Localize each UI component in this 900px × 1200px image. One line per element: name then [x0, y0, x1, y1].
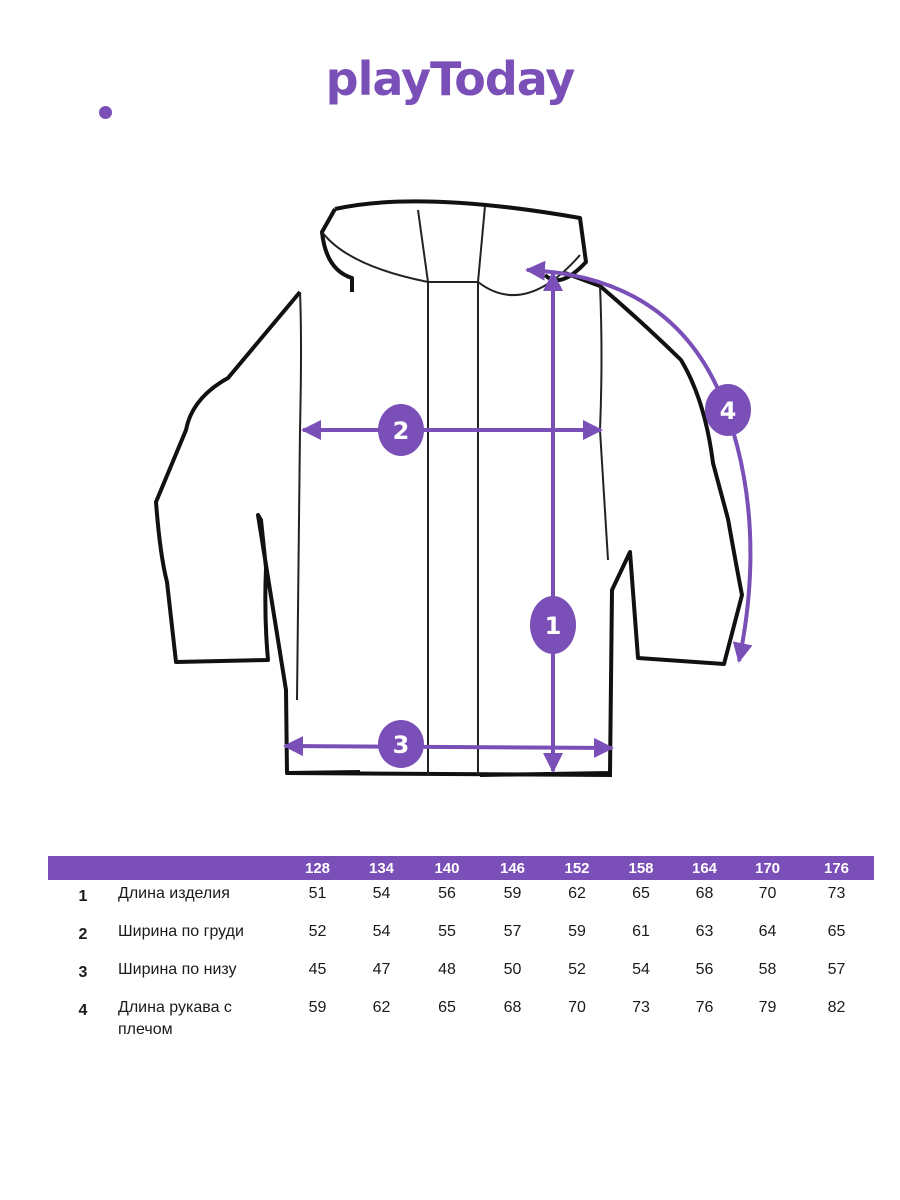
- right-body: [479, 271, 744, 777]
- measurement-value: 55: [438, 923, 456, 940]
- measurement-name: Длина рукава с плечом: [118, 999, 232, 1038]
- size-header: 152: [545, 856, 609, 880]
- measurement-value: 56: [695, 961, 714, 978]
- hood-seam-left: [417, 209, 429, 283]
- size-header: 176: [799, 856, 874, 880]
- jacket-outline: [154, 199, 744, 777]
- svg-text:1: 1: [545, 612, 562, 640]
- hood-seam-right: [477, 205, 486, 283]
- brand-logo: playToday: [0, 52, 900, 119]
- header-blank: [48, 856, 118, 880]
- svg-text:3: 3: [393, 731, 410, 759]
- measurement-name: Ширина по низу: [118, 961, 237, 978]
- size-header: 158: [609, 856, 673, 880]
- measurement-name: Длина изделия: [118, 885, 230, 902]
- svg-text:4: 4: [720, 397, 737, 425]
- measurement-value: 63: [695, 923, 714, 940]
- measurement-value: 79: [758, 999, 777, 1016]
- hood-left: [320, 208, 354, 292]
- hem: [285, 771, 613, 777]
- measurement-value: 62: [568, 885, 586, 902]
- size-header: 164: [673, 856, 736, 880]
- size-header-row: 128 134 140 146 152 158 164 170 176: [48, 856, 874, 880]
- size-header: 134: [349, 856, 414, 880]
- measurement-value: 59: [503, 885, 522, 902]
- row-number: 1: [78, 888, 88, 905]
- hood-inner-left: [321, 231, 429, 283]
- measurement-name: Ширина по груди: [118, 923, 244, 940]
- jacket-measurement-diagram: 1 2 3 4: [154, 199, 753, 777]
- measurement-value: 76: [695, 999, 714, 1016]
- measurement-value: 57: [503, 923, 522, 940]
- measurement-value: 50: [503, 961, 522, 978]
- measurement-value: 70: [758, 885, 777, 902]
- measurement-value: 54: [632, 961, 650, 978]
- row-number: 4: [78, 1002, 88, 1019]
- size-table: 128 134 140 146 152 158 164 170 176 1 Дл…: [48, 856, 874, 1053]
- measurement-value: 70: [568, 999, 586, 1016]
- measurement-value: 52: [568, 961, 586, 978]
- measurement-value: 82: [827, 999, 846, 1016]
- measurement-value: 47: [372, 961, 391, 978]
- hem-line: [283, 736, 614, 758]
- table-row: 1 Длина изделия 51 54 56 59 62 65 68 70 …: [48, 880, 874, 918]
- measurement-value: 51: [308, 885, 327, 902]
- table-row: 3 Ширина по низу 45 47 48 50 52 54 56 58…: [48, 956, 874, 994]
- measurement-value: 62: [372, 999, 391, 1016]
- measurement-value: 56: [438, 885, 456, 902]
- measurement-value: 65: [827, 923, 846, 940]
- logo-dot: [99, 106, 112, 119]
- measurement-value: 65: [438, 999, 456, 1016]
- size-header: 128: [286, 856, 349, 880]
- size-header: 170: [736, 856, 799, 880]
- logo-text: playToday: [325, 52, 576, 106]
- svg-text:2: 2: [393, 417, 410, 445]
- measurement-value: 73: [632, 999, 650, 1016]
- measurement-value: 54: [372, 885, 391, 902]
- marker-3: 3: [378, 720, 424, 768]
- measurement-value: 54: [372, 923, 391, 940]
- header-blank: [118, 856, 286, 880]
- left-body: [154, 290, 361, 775]
- left-armhole: [296, 291, 302, 701]
- measurement-value: 61: [632, 923, 650, 940]
- row-number: 2: [78, 926, 88, 943]
- measurement-value: 59: [568, 923, 586, 940]
- measurement-value: 65: [632, 885, 650, 902]
- measurement-value: 58: [758, 961, 777, 978]
- measurement-value: 48: [438, 961, 456, 978]
- size-header: 146: [480, 856, 545, 880]
- row-number: 3: [78, 964, 88, 981]
- measurement-value: 57: [827, 961, 846, 978]
- right-armhole: [598, 285, 609, 561]
- marker-1: 1: [530, 596, 576, 654]
- marker-4: 4: [705, 384, 751, 436]
- measurement-value: 73: [827, 885, 846, 902]
- jacket-details: [296, 205, 609, 775]
- measurement-value: 68: [695, 885, 714, 902]
- measurement-value: 52: [308, 923, 327, 940]
- hood-outline: [334, 199, 588, 283]
- table-row: 2 Ширина по груди 52 54 55 57 59 61 63 6…: [48, 918, 874, 956]
- table-row: 4 Длина рукава с плечом 59 62 65 68 70 7…: [48, 994, 874, 1053]
- sleeve-line: [525, 260, 753, 663]
- measurement-value: 45: [308, 961, 327, 978]
- measurement-value: 68: [503, 999, 522, 1016]
- measurement-value: 64: [758, 923, 777, 940]
- measurement-lines: [283, 260, 753, 773]
- size-header: 140: [414, 856, 480, 880]
- marker-2: 2: [378, 404, 424, 456]
- measurement-value: 59: [308, 999, 327, 1016]
